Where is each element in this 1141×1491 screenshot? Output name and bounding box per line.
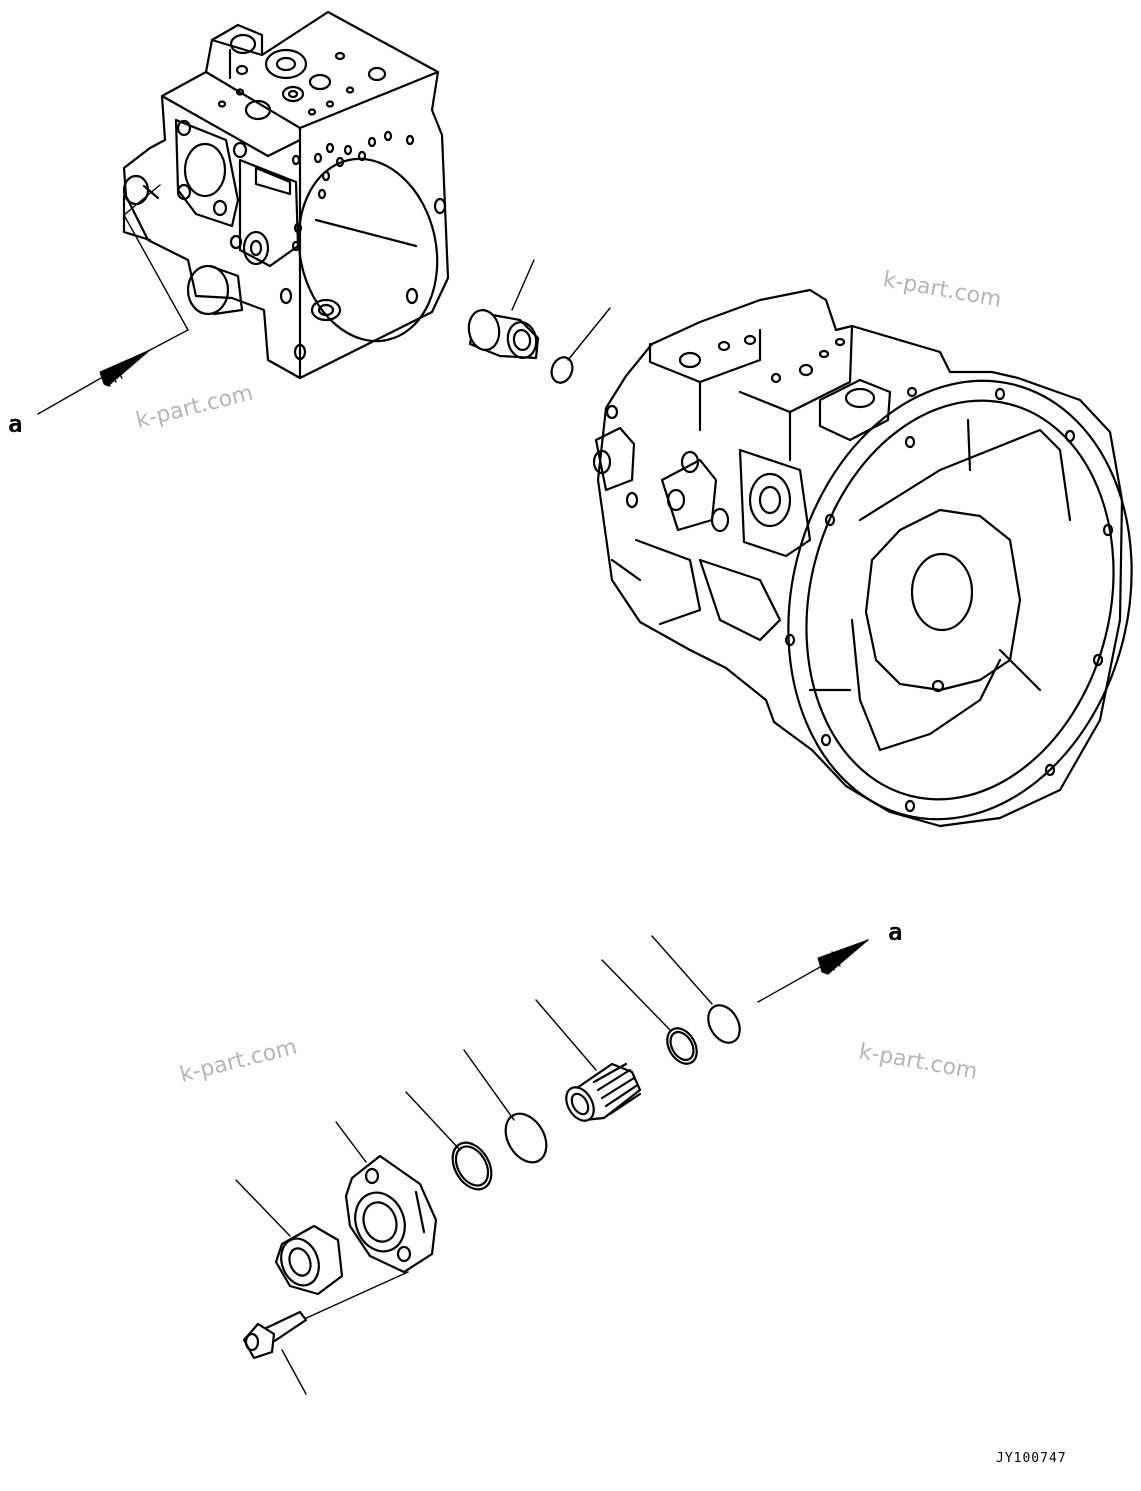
view-arrow-top: a [8, 349, 151, 438]
watermark-3: k-part.com [177, 1035, 299, 1088]
view-label-top: a [8, 410, 22, 438]
valve-housing [122, 10, 450, 380]
watermark-1: k-part.com [881, 267, 1003, 312]
drawing-code: JY100747 [996, 1451, 1067, 1466]
snap-ring [550, 307, 611, 384]
watermark-2: k-part.com [133, 381, 255, 434]
o-ring-3 [463, 1049, 548, 1164]
backup-ring-1 [405, 1091, 493, 1191]
flange [335, 1121, 438, 1274]
watermark-4: k-part.com [857, 1039, 979, 1084]
view-label-bottom: a [888, 918, 902, 946]
bolt [242, 1271, 409, 1395]
backup-ring-2 [601, 959, 698, 1065]
coupling [467, 259, 540, 360]
view-arrow-bottom: a [757, 918, 902, 1003]
o-ring-4 [651, 935, 741, 1044]
threaded-pipe [535, 999, 642, 1122]
nut [235, 1179, 344, 1296]
pump-assembly [592, 288, 1133, 828]
